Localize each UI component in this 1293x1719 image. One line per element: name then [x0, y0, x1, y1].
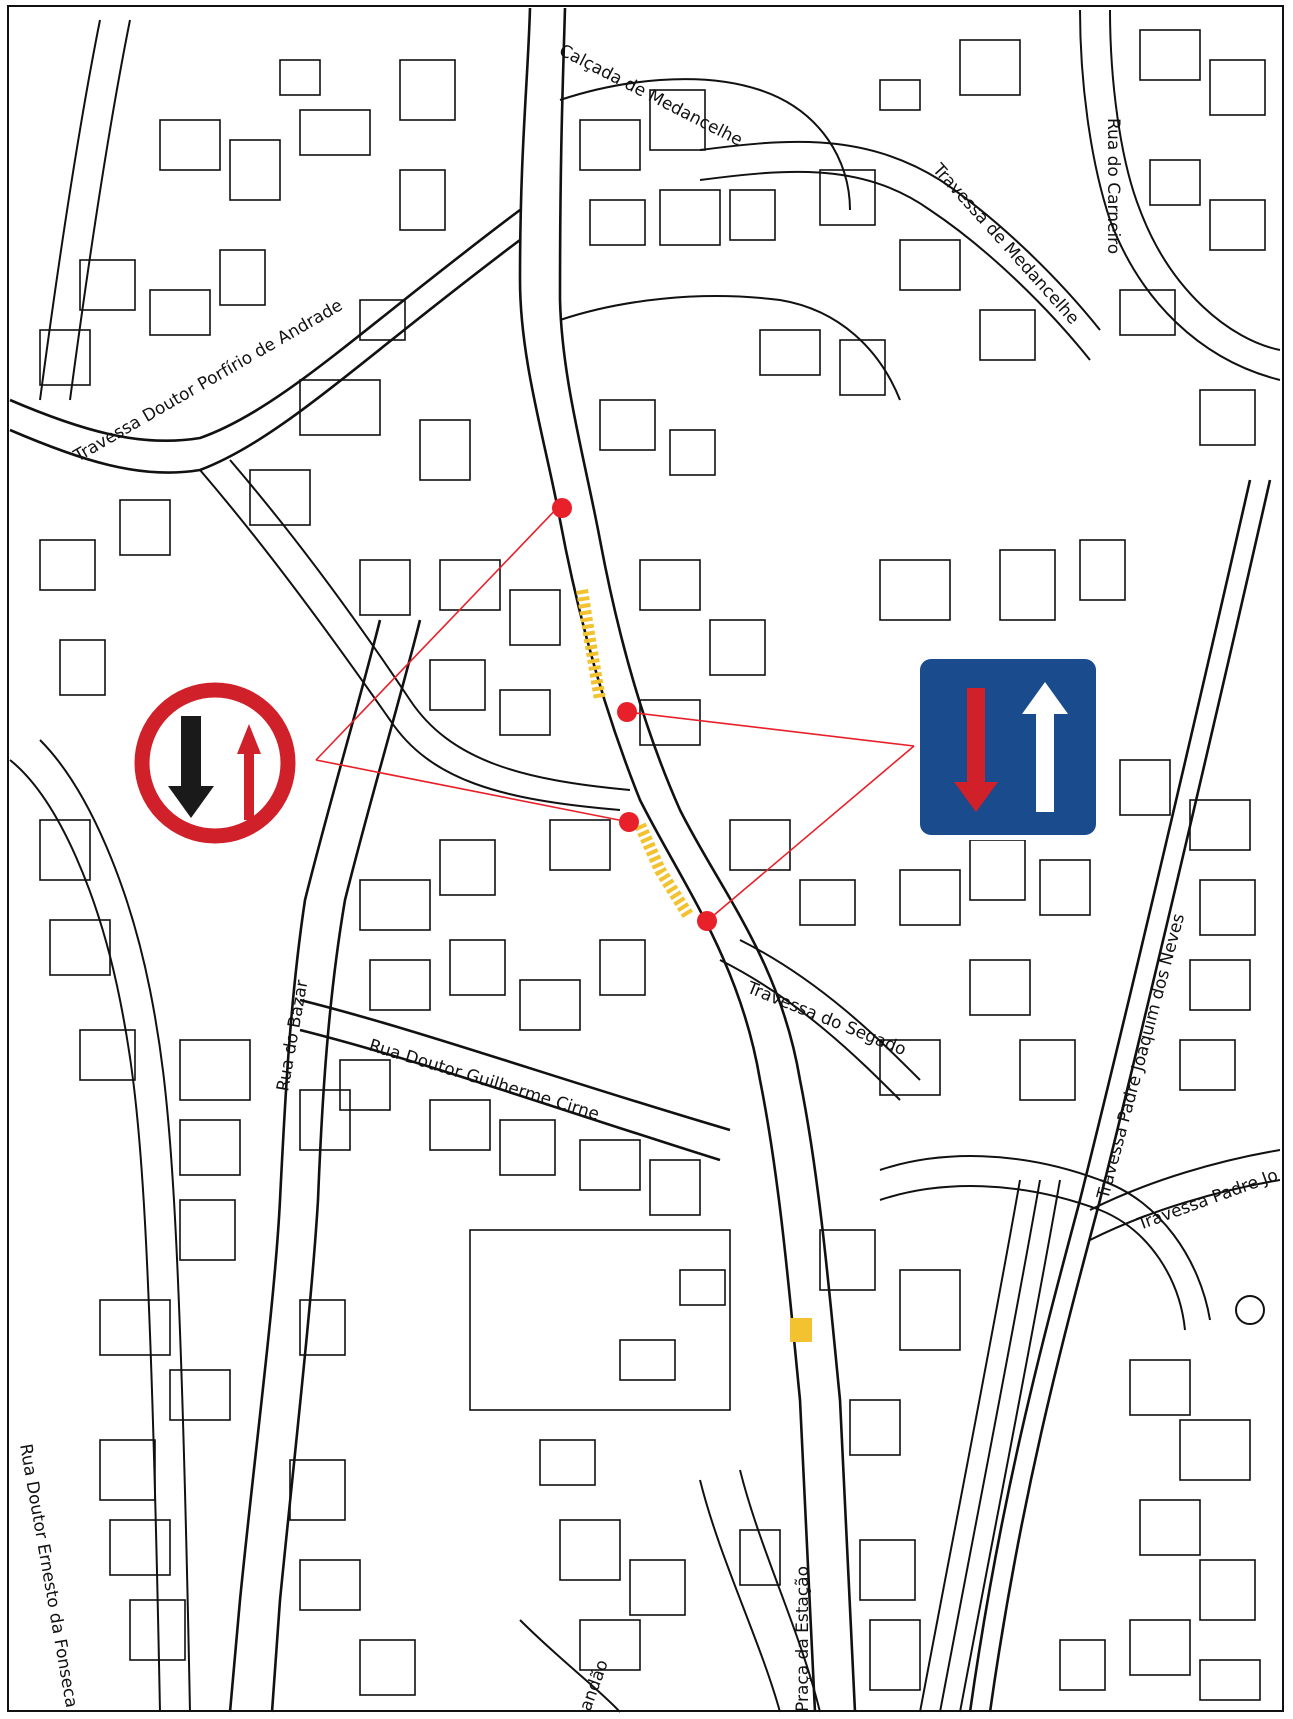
building-blocks	[39, 29, 1266, 1701]
label-travessa-padre-neves: Travessa Padre Joaquim dos Neves	[1093, 911, 1189, 1202]
label-rua-ernesto-fonseca: Rua Doutor Ernesto da Fonseca	[15, 1442, 81, 1709]
label-travessa-porfirio: Travessa Doutor Porfírio de Andrade	[70, 296, 347, 467]
leader-line-left-top	[315, 502, 563, 761]
highlight-section-north	[576, 589, 606, 701]
priority-over-oncoming-sign	[915, 654, 1101, 840]
label-travessa-medancelhe: Travessa de Medancelhe	[928, 159, 1083, 328]
label-travessa-padre-2: Travessa Padre Jo	[1134, 1165, 1281, 1235]
give-way-oncoming-sign	[134, 682, 296, 844]
label-travessa-segado: Travessa do Segado	[743, 978, 909, 1060]
arrow-up-icon	[1022, 682, 1068, 812]
marker-point-1	[552, 498, 572, 518]
marker-point-2	[617, 702, 637, 722]
markers	[552, 498, 717, 931]
highlight-crossing	[790, 1318, 812, 1342]
marker-point-4	[697, 911, 717, 931]
arrow-down-icon	[954, 688, 998, 812]
street-labels: Calçada de Medancelhe Travessa de Medanc…	[15, 41, 1281, 1714]
leader-line-left-bottom	[315, 759, 630, 823]
label-rua-carneiro: Rua do Carneiro	[1103, 118, 1123, 254]
arrow-up-icon	[237, 724, 261, 820]
leader-line-right-top	[626, 711, 915, 747]
leader-line-right-bottom	[706, 745, 915, 922]
highlighted-sections	[576, 589, 812, 1342]
label-rua-bazar: Rua do Bazar	[273, 978, 312, 1092]
label-bottom-partial: andão	[576, 1657, 613, 1713]
marker-point-3	[619, 812, 639, 832]
highlight-section-south	[634, 822, 694, 919]
leader-lines	[315, 502, 915, 922]
label-praca-estacao: Praça da Estação	[793, 1566, 813, 1712]
arrow-down-icon	[168, 716, 214, 818]
